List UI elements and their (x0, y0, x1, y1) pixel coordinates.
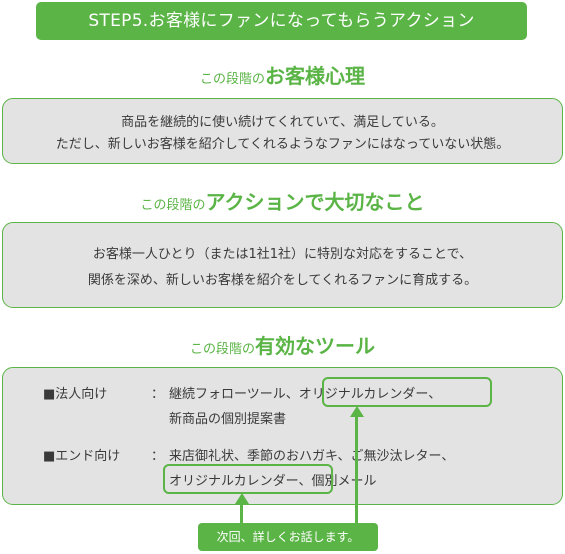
corporate-label: ■法人向け (43, 387, 108, 402)
effective-tools-box: ■法人向け ： 継続フォローツール、オリジナルカレンダー、 新商品の個別提案書 … (2, 367, 563, 505)
enduser-tools-line-2: オリジナルカレンダー、個別メール (169, 474, 377, 489)
calendar-highlight-enduser (163, 464, 333, 494)
corporate-colon: ： (151, 387, 165, 402)
arrow-head-right (350, 406, 364, 417)
step-title-banner: STEP5.お客様にファンになってもらうアクション (36, 2, 527, 40)
action-line-2: 関係を深め、新しいお客様を紹介をしてくれるファンに育成する。 (87, 273, 478, 288)
psychology-line-1: 商品を継続的に使い続けてくれていて、満足している。 (121, 115, 444, 130)
important-action-box: お客様一人ひとり（または1社1社）に特別な対応をすることで、 関係を深め、新しい… (2, 222, 563, 308)
section-heading-important-action: この段階のアクションで大切なこと (0, 186, 565, 215)
heading-prefix: この段階の (189, 342, 255, 357)
enduser-label: ■エンド向け (43, 449, 121, 464)
arrow-head-left (235, 493, 249, 504)
heading-title: お客様心理 (265, 64, 365, 88)
arrow-line-left (240, 503, 243, 523)
psychology-line-2: ただし、新しいお客様を紹介してくれるようなファンにはなっていない状態。 (55, 137, 510, 152)
arrow-line-right (355, 416, 358, 523)
section-heading-customer-psychology: この段階のお客様心理 (0, 60, 565, 89)
heading-prefix: この段階の (199, 72, 265, 87)
section-heading-effective-tools: この段階の有効なツール (0, 330, 565, 359)
calendar-highlight-corporate (322, 377, 492, 407)
next-time-note: 次回、詳しくお話します。 (198, 523, 378, 551)
heading-prefix: この段階の (140, 198, 206, 213)
corporate-tools-line-1: 継続フォローツール、オリジナルカレンダー、 (169, 387, 442, 402)
heading-title: アクションで大切なこと (205, 190, 425, 214)
enduser-colon: ： (151, 449, 165, 464)
enduser-tools-line-1: 来店御礼状、季節のおハガキ、ご無沙汰レター、 (169, 449, 455, 464)
action-line-1: お客様一人ひとり（または1社1社）に特別な対応をすることで、 (92, 247, 473, 262)
heading-title: 有効なツール (255, 334, 375, 358)
customer-psychology-box: 商品を継続的に使い続けてくれていて、満足している。 ただし、新しいお客様を紹介し… (2, 98, 563, 164)
corporate-tools-line-2: 新商品の個別提案書 (169, 412, 287, 427)
